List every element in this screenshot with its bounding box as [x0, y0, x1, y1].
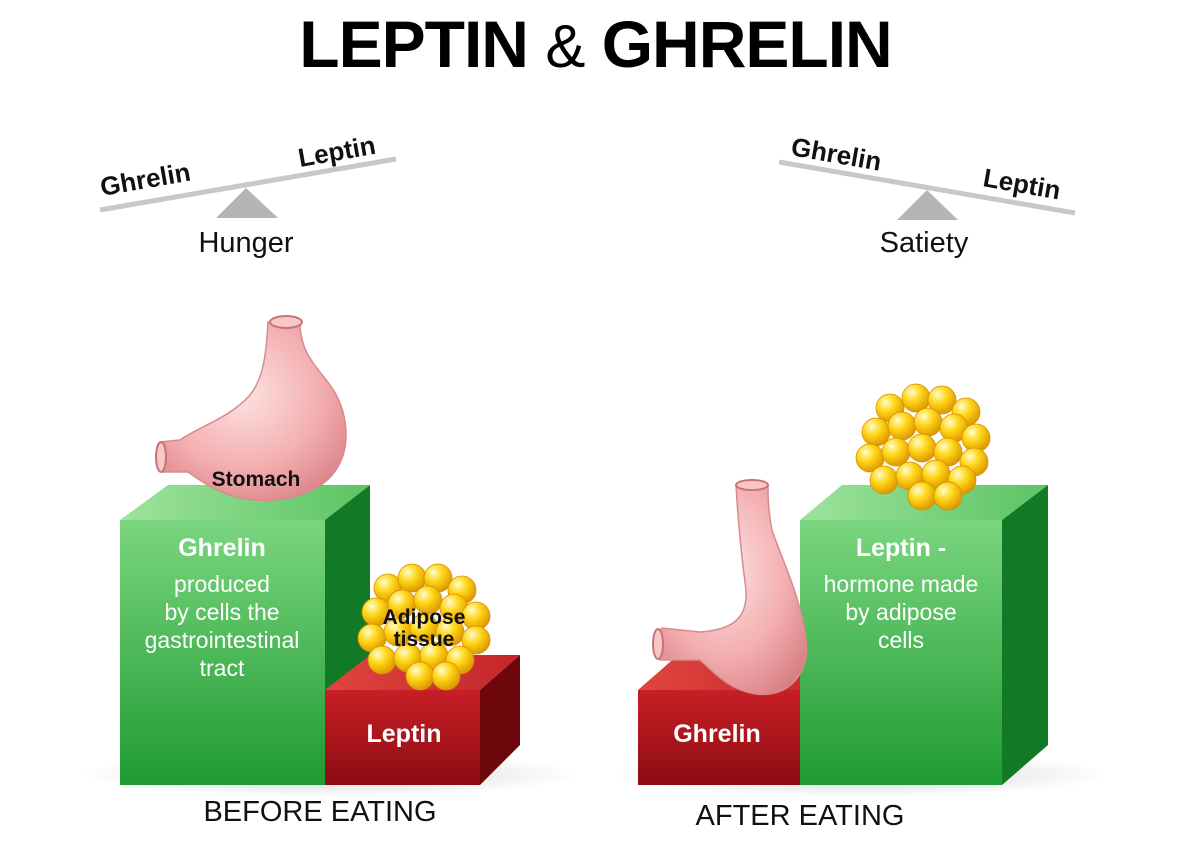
scale-state-satiety: Satiety [880, 227, 969, 259]
ghrelin-green-box: Ghrelin produced by cells the gastrointe… [120, 485, 370, 785]
box-title: Ghrelin [178, 534, 266, 562]
leptin-green-box: Leptin - hormone made by adipose cells [800, 485, 1048, 785]
box-label: Ghrelin [673, 720, 761, 748]
box-text-line: hormone made [824, 571, 979, 597]
page-title: LEPTIN & GHRELIN [0, 6, 1191, 82]
box-text-line: by adipose [845, 599, 956, 625]
box-text-line: gastrointestinal [145, 627, 300, 653]
adipose-cells-illustration [855, 383, 991, 511]
title-leptin: LEPTIN [299, 7, 529, 81]
adipose-label-line1: Adipose [383, 606, 466, 629]
caption-before-eating: BEFORE EATING [203, 796, 437, 828]
box-title: Leptin - [856, 534, 946, 562]
title-ampersand: & [545, 13, 585, 80]
stomach-label: Stomach [212, 468, 301, 491]
stomach-illustration [652, 479, 808, 696]
scale-fulcrum [216, 188, 278, 218]
scale-fulcrum [897, 190, 958, 220]
hunger-scale: Ghrelin Leptin Hunger [98, 130, 397, 259]
box-text-line: by cells the [164, 599, 279, 625]
box-label: Leptin [367, 720, 442, 748]
satiety-scale: Ghrelin Leptin Satiety [778, 131, 1076, 259]
title-ghrelin: GHRELIN [601, 7, 893, 81]
caption-after-eating: AFTER EATING [695, 800, 905, 832]
box-text-line: produced [174, 571, 270, 597]
scale-state-hunger: Hunger [198, 227, 293, 259]
box-text-line: tract [200, 655, 245, 681]
scale-beam [99, 156, 397, 213]
adipose-tissue-illustration: Adipose tissue [357, 563, 491, 691]
adipose-label-line2: tissue [394, 628, 455, 651]
box-text-line: cells [878, 627, 924, 653]
scale-beam [778, 159, 1076, 216]
stomach-illustration: Stomach [155, 315, 347, 502]
